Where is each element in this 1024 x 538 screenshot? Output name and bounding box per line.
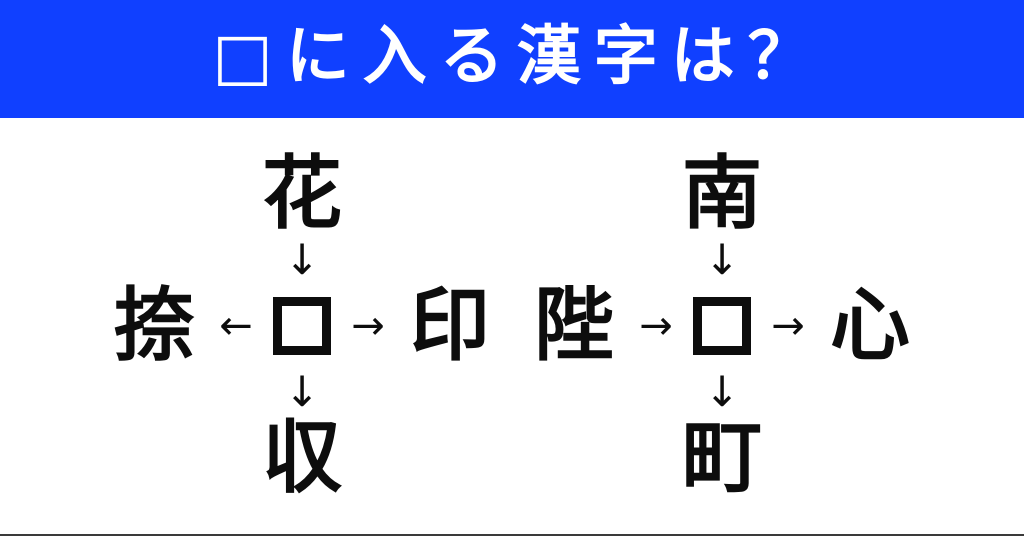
arrow-down-icon: ↓ — [704, 235, 740, 284]
arrow-right-icon: → — [771, 303, 805, 349]
arrow-down-icon: ↓ — [284, 367, 320, 416]
bottom-divider — [0, 534, 1024, 536]
kanji-bottom-right-puzzle: 町 — [682, 411, 762, 504]
kanji-top-right-puzzle: 南 — [682, 147, 762, 240]
kanji-bottom-left-puzzle: 収 — [262, 411, 342, 504]
kanji-cross-right: 南 ↓ 陛 → → 心 ↓ 町 — [515, 151, 929, 501]
arrow-down-icon: ↓ — [284, 235, 320, 284]
kanji-left-left-puzzle: 捺 — [114, 279, 194, 372]
kanji-right-left-puzzle: 印 — [410, 279, 490, 372]
puzzle-right: 南 ↓ 陛 → → 心 ↓ 町 — [512, 131, 932, 521]
blank-square-icon[interactable] — [273, 297, 331, 355]
arrow-right-icon: → — [351, 303, 385, 349]
arrow-right-icon: → — [639, 303, 673, 349]
arrow-down-icon: ↓ — [704, 367, 740, 416]
kanji-left-right-puzzle: 陛 — [534, 279, 614, 372]
answer-slot-left-puzzle[interactable] — [273, 297, 331, 355]
header-band: □に入る漢字は？ — [0, 0, 1024, 118]
kanji-top-left-puzzle: 花 — [262, 147, 342, 240]
arrow-left-icon: ← — [219, 303, 253, 349]
kanji-right-right-puzzle: 心 — [830, 279, 910, 372]
puzzle-area: 花 ↓ 捺 ← → 印 ↓ 収 南 ↓ 陛 → → 心 ↓ — [0, 118, 1024, 534]
blank-square-icon[interactable] — [693, 297, 751, 355]
answer-slot-right-puzzle[interactable] — [693, 297, 751, 355]
puzzle-left: 花 ↓ 捺 ← → 印 ↓ 収 — [92, 131, 512, 521]
page-title: □に入る漢字は？ — [212, 20, 825, 94]
kanji-cross-left: 花 ↓ 捺 ← → 印 ↓ 収 — [95, 151, 509, 501]
